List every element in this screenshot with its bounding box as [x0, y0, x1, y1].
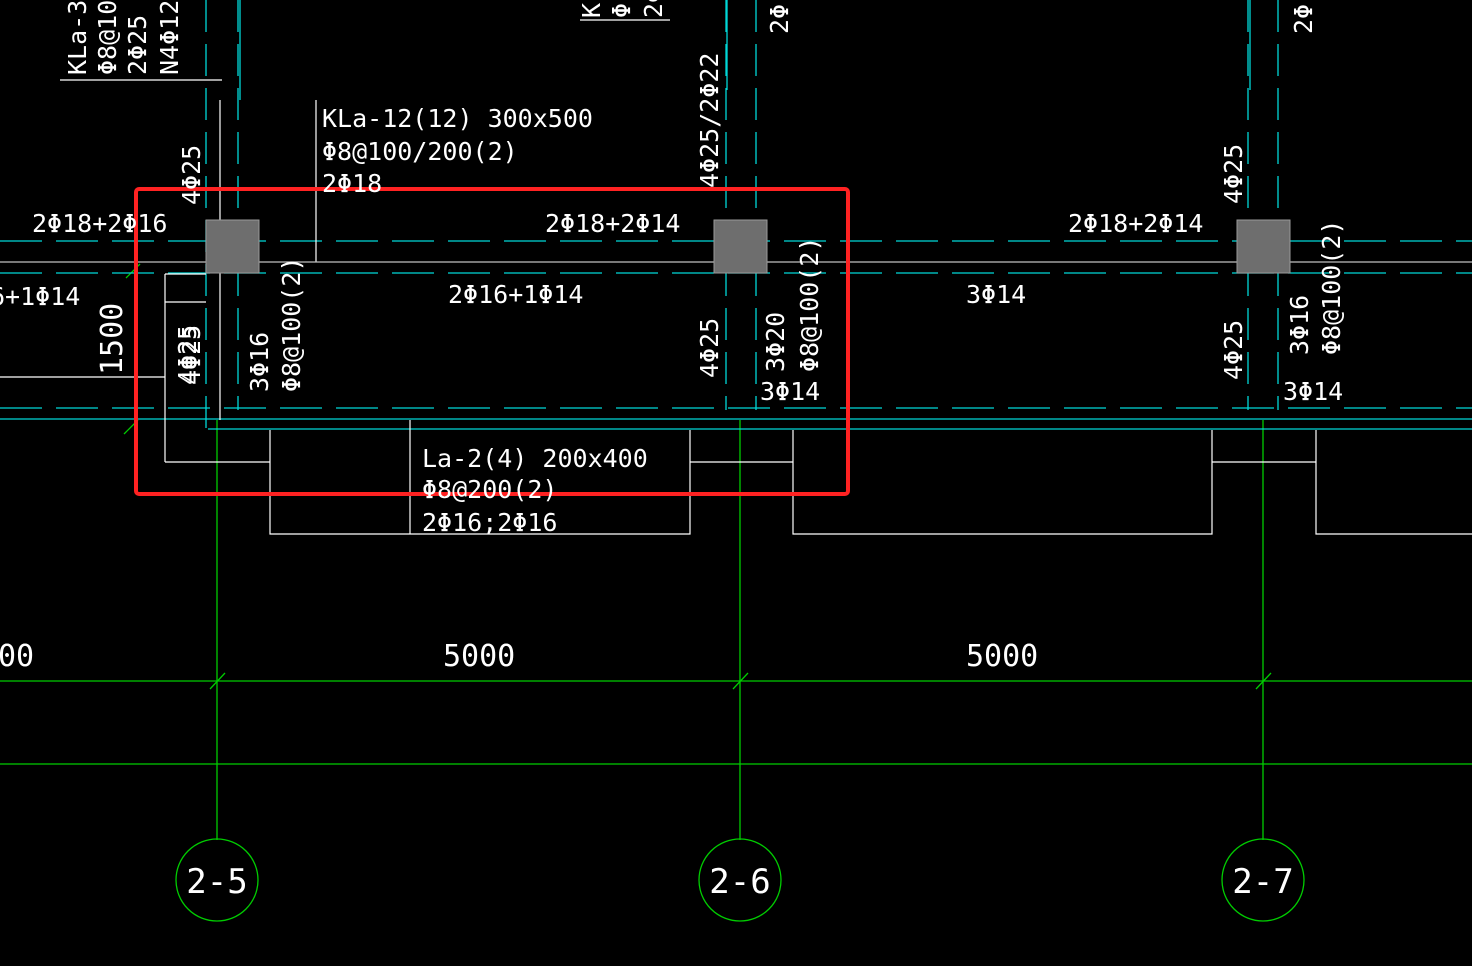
top-left-line4: N4Φ12 [155, 0, 184, 75]
grid-lines [0, 263, 1472, 922]
highlight-rectangle [134, 187, 850, 496]
sec-beam-outline-1 [269, 430, 691, 535]
cross-beam-5-label: 3Φ16 Φ8@100(2) [245, 257, 306, 392]
cross-beam-6-line2: Φ8@100(2) [795, 237, 824, 372]
dimension-span-6-7: 5000 [966, 639, 1038, 674]
grid-bubble-2-7 [1221, 838, 1305, 922]
grid-axis-label-2-6: 2-6 [709, 862, 770, 902]
sec-beam-outline-3 [1315, 430, 1472, 535]
top-col6-fragment: 2Φ [765, 4, 794, 34]
dim-tick-2-7 [1255, 672, 1272, 690]
col7-top-rebar: 4Φ25 [1219, 144, 1248, 204]
dimension-left-partial: 00 [0, 639, 34, 674]
top-left-line3: 2Φ25 [123, 15, 152, 75]
dim-tick-2-5 [209, 672, 226, 690]
col6-bottom-rebar: 4Φ25 [695, 318, 724, 378]
top-col7-fragment: 2Φ [1289, 4, 1318, 34]
column-2-5[interactable] [205, 219, 260, 274]
bottom-rebar-1: 6+1Φ14 [0, 282, 80, 311]
main-beam-top-continuous: 2Φ18 [322, 169, 382, 198]
cross-beam-6-line1: 3Φ20 [761, 312, 790, 372]
top-mid-line1: K [577, 3, 606, 18]
cross-beam-7-label: 3Φ16 Φ8@100(2) [1285, 220, 1346, 355]
secondary-beam-rebar: 2Φ16;2Φ16 [422, 508, 557, 537]
vertical-dimension: 1500 [95, 303, 130, 375]
col5-bottom-rebar: 4Φ25 [177, 325, 206, 385]
main-beam-title: KLa-12(12) 300x500 [322, 104, 593, 133]
cross-beam-6-line3: 3Φ14 [760, 377, 820, 406]
top-mid-fragment: K Φ 2Φ [577, 0, 668, 18]
grid-bubble-2-5 [175, 838, 259, 922]
top-left-label: KLa-3 Φ8@10 2Φ25 N4Φ12 [63, 0, 184, 75]
cross-beam-5-line2: Φ8@100(2) [277, 257, 306, 392]
dim-tick-2-6 [732, 672, 749, 690]
secondary-beam-stirrup: Φ8@200(2) [422, 475, 557, 504]
cross-beam-7-line2: Φ8@100(2) [1317, 220, 1346, 355]
cross-beam-5-line1: 3Φ16 [245, 332, 274, 392]
col5-left-lower-rebar: 4Φ25 [173, 325, 202, 385]
secondary-beam-title: La-2(4) 200x400 [422, 444, 648, 473]
grid-axis-label-2-5: 2-5 [186, 862, 247, 902]
top-support-rebar-3: 2Φ18+2Φ14 [1068, 209, 1203, 238]
dimension-span-5-6: 5000 [443, 639, 515, 674]
columns [205, 219, 1291, 274]
cross-beam-7-line3: 3Φ14 [1283, 377, 1343, 406]
bottom-rebar-3: 3Φ14 [966, 280, 1026, 309]
top-support-rebar-2: 2Φ18+2Φ14 [545, 209, 680, 238]
main-beam-stirrup: Φ8@100/200(2) [322, 137, 518, 166]
column-2-7[interactable] [1236, 219, 1291, 274]
col5-top-rebar: 4Φ25 [177, 145, 206, 205]
top-mid-line3: 2Φ [639, 0, 668, 18]
top-support-rebar-1: 2Φ18+2Φ16 [32, 209, 167, 238]
sec-beam-outline-2 [792, 430, 1213, 535]
column-2-6[interactable] [713, 219, 768, 274]
top-mid-line2: Φ [607, 3, 636, 18]
cross-beam-7-line1: 3Φ16 [1285, 295, 1314, 355]
cross-beam-6-label: 3Φ20 Φ8@100(2) [761, 237, 824, 372]
bottom-rebar-2: 2Φ16+1Φ14 [448, 280, 583, 309]
beam-edges [0, 0, 1472, 430]
col7-bottom-rebar: 4Φ25 [1219, 320, 1248, 380]
leader-lines [0, 19, 1472, 535]
grid-bubble-2-6 [698, 838, 782, 922]
top-left-line1: KLa-3 [63, 0, 92, 75]
col6-top-rebar: 4Φ25/2Φ22 [695, 53, 724, 188]
grid-axis-label-2-7: 2-7 [1232, 862, 1293, 902]
top-left-line2: Φ8@10 [93, 0, 122, 75]
